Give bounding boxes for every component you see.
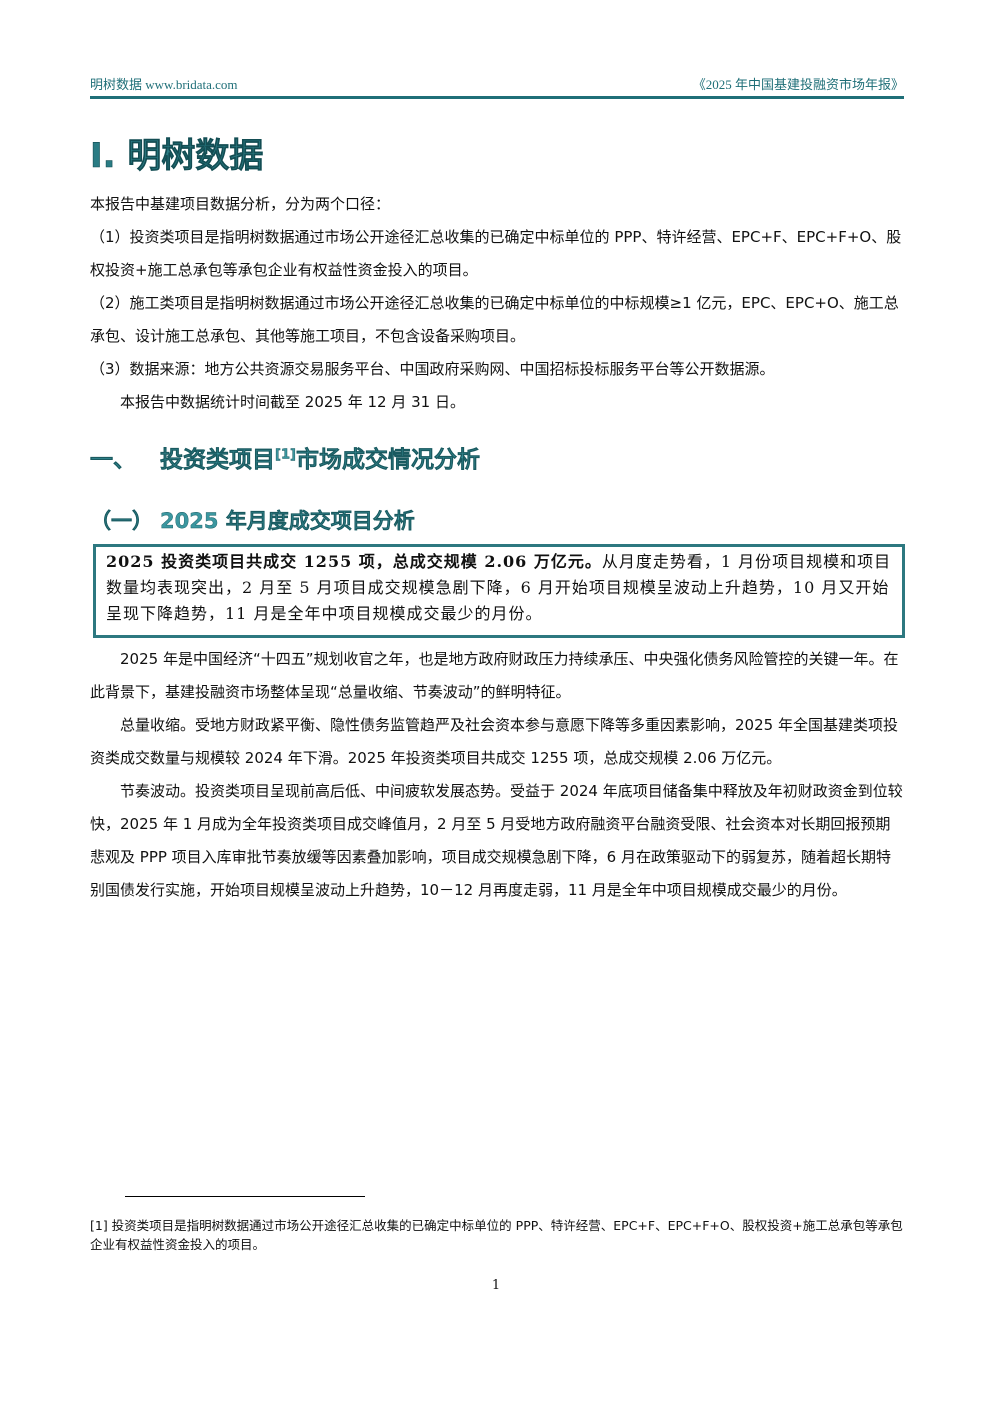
footnote-rule	[125, 1196, 365, 1197]
header-left: 明树数据 www.bridata.com	[90, 77, 238, 92]
footnote-ref[interactable]: [1]	[275, 447, 296, 463]
subsection-heading: （一）2025 年月度成交项目分析	[90, 509, 415, 533]
header-rule	[90, 96, 904, 99]
footnote: [1] 投资类项目是指明树数据通过市场公开途径汇总收集的已确定中标单位的 PPP…	[90, 1218, 903, 1252]
section-heading: 一、投资类项目[1]市场成交情况分析	[90, 447, 480, 474]
paragraph: 节奏波动。投资类项目呈现前高后低、中间疲软发展态势。受益于 2024 年底项目储…	[90, 782, 903, 899]
intro-line: 本报告中基建项目数据分析，分为两个口径：	[90, 195, 391, 213]
paragraph: 总量收缩。受地方财政紧平衡、隐性债务监管趋严及社会资本参与意愿下降等多重因素影响…	[90, 716, 898, 767]
summary-text: 从月度走势看，1 月份项目规模和项目数量均表现突出，2 月至 5 月项目成交规模…	[106, 552, 892, 623]
intro-item-2: （2）施工类项目是指明树数据通过市场公开途径汇总收集的已确定中标单位的中标规模≥…	[90, 294, 899, 345]
header-right: 《2025 年中国基建投融资市场年报》	[692, 77, 904, 92]
paragraph: 2025 年是中国经济“十四五”规划收官之年，也是地方政府财政压力持续承压、中央…	[90, 650, 899, 701]
body: 2025 年是中国经济“十四五”规划收官之年，也是地方政府财政压力持续承压、中央…	[90, 643, 904, 907]
page-number: 1	[491, 1278, 501, 1293]
page-title: I. 明树数据	[90, 136, 264, 177]
intro-item-1: （1）投资类项目是指明树数据通过市场公开途径汇总收集的已确定中标单位的 PPP、…	[90, 228, 902, 279]
running-header: 明树数据 www.bridata.com 《2025 年中国基建投融资市场年报》	[90, 74, 904, 93]
intro-date: 本报告中数据统计时间截至 2025 年 12 月 31 日。	[120, 393, 465, 411]
summary-bold: 2025 投资类项目共成交 1255 项，总成交规模 2.06 万亿元。	[106, 552, 602, 571]
summary-box: 2025 投资类项目共成交 1255 项，总成交规模 2.06 万亿元。从月度走…	[93, 544, 905, 638]
intro: 本报告中基建项目数据分析，分为两个口径： （1）投资类项目是指明树数据通过市场公…	[90, 188, 904, 419]
intro-item-3: （3）数据来源：地方公共资源交易服务平台、中国政府采购网、中国招标投标服务平台等…	[90, 360, 775, 378]
